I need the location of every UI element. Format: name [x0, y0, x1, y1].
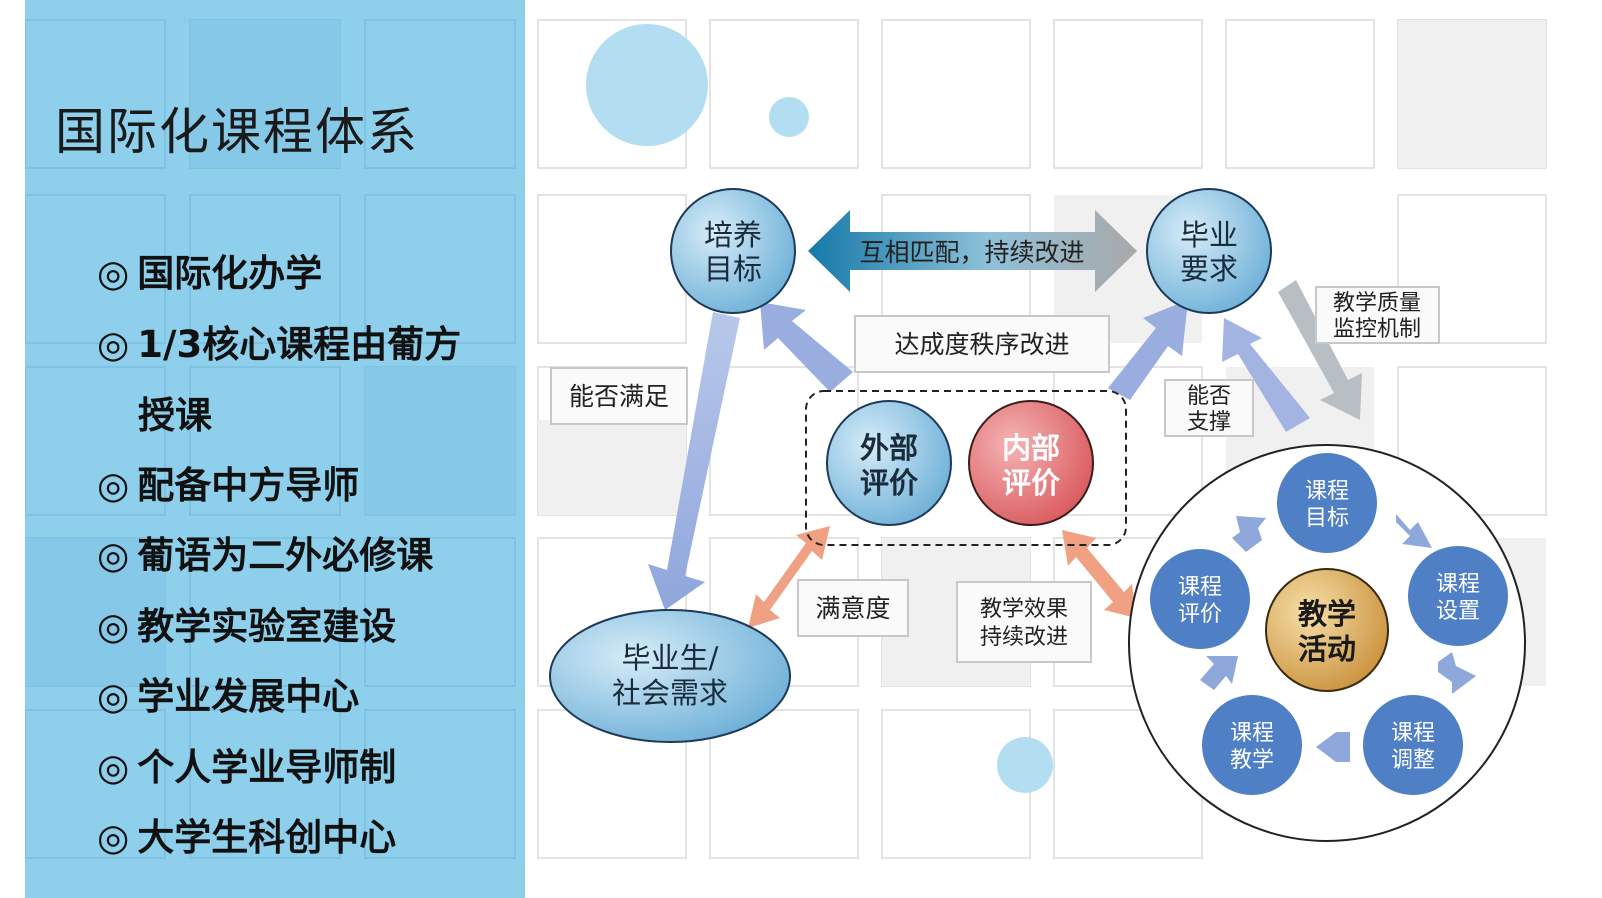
can-support-line1: 能否 [1187, 384, 1231, 409]
left-panel-grid [25, 19, 516, 859]
cycle-arrow [1316, 732, 1350, 762]
bullet-item: ◎教学实验室建设 [97, 605, 397, 648]
quality-arrow [1278, 280, 1362, 420]
bullet-item: ◎大学生科创中心 [97, 816, 397, 859]
external-line2: 评价 [860, 466, 919, 500]
course-teaching-line1: 课程 [1230, 721, 1274, 746]
effect-line2: 持续改进 [980, 625, 1068, 650]
bullet-item: ◎配备中方导师 [97, 464, 360, 507]
cycle-to-requirement-arrow [1222, 318, 1310, 432]
mutual-label: 互相匹配，持续改进 [859, 238, 1084, 267]
decor-circle-small [769, 97, 809, 137]
can-meet-box [550, 367, 688, 425]
course-adjust-line2: 调整 [1391, 748, 1435, 773]
goal-node [670, 188, 796, 314]
quality-box [1315, 286, 1440, 344]
internal-line1: 内部 [1002, 431, 1060, 465]
can-meet-label: 能否满足 [569, 382, 669, 411]
requirement-node [1146, 188, 1272, 314]
external-line1: 外部 [860, 431, 918, 465]
quality-line1: 教学质量 [1333, 291, 1421, 316]
course-teaching-line2: 教学 [1230, 748, 1274, 773]
graduates-line2: 社会需求 [612, 676, 728, 710]
requirement-line2: 要求 [1180, 252, 1238, 286]
internal-line2: 评价 [1002, 466, 1061, 500]
eval-to-goal-arrow [760, 302, 853, 392]
activity-line1: 教学 [1298, 597, 1356, 631]
bullet-item: ◎学业发展中心 [97, 675, 360, 718]
bullet-item-continuation: 授课 [138, 394, 212, 437]
cycle-arrow [1232, 516, 1266, 552]
goal-to-graduates-arrow [648, 312, 740, 610]
bullet-item: ◎个人学业导师制 [97, 746, 397, 789]
eval-to-requirement-arrow [1108, 300, 1188, 400]
activity-line2: 活动 [1298, 632, 1356, 666]
course-eval-line1: 课程 [1178, 575, 1222, 600]
decor-circle-bottom [997, 737, 1053, 793]
teaching-activity-node [1265, 568, 1389, 692]
quality-line2: 监控机制 [1333, 317, 1421, 342]
course-eval-line2: 评价 [1178, 602, 1222, 627]
course-setup-line1: 课程 [1436, 572, 1480, 597]
bullet-item: ◎国际化办学 [97, 252, 323, 295]
satisfaction-box [797, 579, 909, 637]
achievement-label: 达成度秩序改进 [894, 330, 1069, 359]
internal-eval-node [968, 400, 1094, 526]
course-adjust-line1: 课程 [1391, 721, 1435, 746]
bullet-item: ◎葡语为二外必修课 [97, 534, 434, 577]
can-support-line2: 支撑 [1187, 410, 1231, 435]
evaluation-group [805, 390, 1127, 546]
achievement-box [854, 315, 1110, 373]
satisfaction-label: 满意度 [815, 594, 890, 623]
page-title: 国际化课程体系 [55, 103, 419, 161]
goal-line2: 目标 [704, 252, 762, 286]
effect-line1: 教学效果 [980, 597, 1068, 622]
left-panel [25, 0, 525, 898]
cycle-arrow [1438, 652, 1476, 694]
graduates-line1: 毕业生/ [622, 641, 719, 675]
requirement-line1: 毕业 [1180, 218, 1238, 252]
graduates-node [549, 609, 791, 743]
can-support-box [1164, 379, 1254, 437]
effect-box [956, 581, 1092, 663]
effect-arrow [1062, 530, 1136, 618]
course-setup-line2: 设置 [1436, 599, 1480, 624]
course-teaching-node [1202, 695, 1302, 795]
decor-circle-large [586, 24, 708, 146]
cycle-arrow [1396, 514, 1432, 548]
course-goal-node [1277, 453, 1377, 553]
course-eval-node [1150, 549, 1250, 649]
course-goal-line1: 课程 [1305, 479, 1349, 504]
satisfaction-arrow [748, 526, 830, 628]
external-eval-node [826, 400, 952, 526]
mutual-arrow [808, 210, 1137, 292]
course-adjust-node [1363, 695, 1463, 795]
course-goal-line2: 目标 [1305, 506, 1349, 531]
goal-line1: 培养 [704, 218, 762, 252]
course-setup-node [1408, 546, 1508, 646]
bullet-item: ◎1/3核心课程由葡方 [97, 323, 462, 366]
cycle-arrow [1200, 656, 1238, 690]
